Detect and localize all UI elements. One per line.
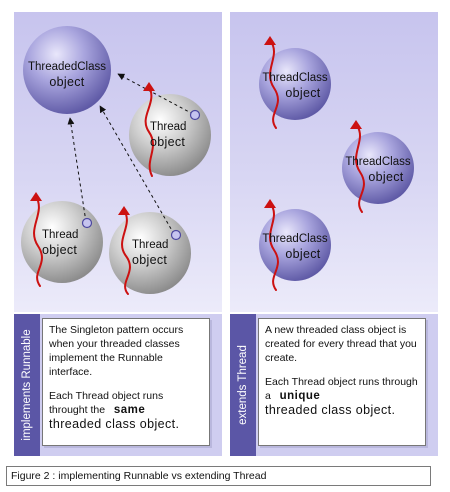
extends-note-paragraph-2: Each Thread object runs through a unique… bbox=[265, 375, 419, 418]
extends-thread-note-box: A new threaded class object is created f… bbox=[258, 318, 426, 446]
arrow-from-thread-3 bbox=[99, 105, 175, 235]
extends-thread-side-label: extends Thread bbox=[230, 314, 256, 456]
thread-class-label-2-line2: object bbox=[368, 170, 404, 184]
implements-runnable-text: implements Runnable bbox=[21, 329, 33, 441]
extends-note-paragraph-1: A new threaded class object is created f… bbox=[265, 324, 417, 364]
threaded-class-label-line2: object bbox=[49, 75, 85, 89]
thread-arrowhead-1 bbox=[143, 82, 155, 91]
runnable-description-area: implements Runnable The Singleton patter… bbox=[14, 314, 222, 456]
thread-label-1-line2: object bbox=[150, 135, 186, 149]
thread-class-label-1-line1: ThreadClass bbox=[262, 72, 328, 84]
thread-line-2 bbox=[33, 195, 43, 287]
thread-object-label-1: Thread object bbox=[150, 120, 186, 150]
unique-thread-arrowhead-1 bbox=[264, 36, 276, 45]
runnable-note-emphasis: same bbox=[113, 404, 146, 416]
thread-class-label-3-line1: ThreadClass bbox=[262, 233, 328, 245]
figure-caption: Figure 2 : implementing Runnable vs exte… bbox=[6, 466, 431, 486]
arrow-from-thread-1 bbox=[117, 73, 194, 115]
runnable-note-text-b: threaded class object. bbox=[49, 417, 180, 431]
connection-knob-3 bbox=[170, 229, 182, 241]
connection-knob-1 bbox=[189, 109, 201, 121]
unique-thread-arrowhead-3 bbox=[264, 199, 276, 208]
thread-label-3-line1: Thread bbox=[132, 239, 169, 251]
thread-label-1-line1: Thread bbox=[150, 121, 187, 133]
unique-thread-line-1 bbox=[269, 39, 279, 129]
runnable-note-paragraph-2: Each Thread object runs throught the sam… bbox=[49, 389, 203, 432]
thread-line-1 bbox=[144, 85, 154, 177]
thread-class-object-ball-2 bbox=[342, 132, 414, 204]
thread-label-2-line2: object bbox=[42, 243, 78, 257]
runnable-note-text-a: Each Thread object runs throught the bbox=[49, 390, 164, 416]
thread-label-2-line1: Thread bbox=[42, 229, 79, 241]
threaded-class-label-line1: ThreadedClass bbox=[28, 61, 106, 73]
implements-runnable-side-label: implements Runnable bbox=[14, 314, 40, 456]
threaded-class-object-ball bbox=[23, 26, 111, 114]
threaded-class-object-label: ThreadedClass object bbox=[28, 60, 106, 90]
thread-object-label-3: Thread object bbox=[132, 238, 168, 268]
thread-label-3-line2: object bbox=[132, 253, 168, 267]
thread-class-label-3-line2: object bbox=[285, 247, 321, 261]
thread-arrowhead-2 bbox=[30, 192, 42, 201]
runnable-note-box: The Singleton pattern occurs when your t… bbox=[42, 318, 210, 446]
thread-class-object-label-2: ThreadClass object bbox=[341, 155, 415, 185]
thread-object-label-2: Thread object bbox=[42, 228, 78, 258]
thread-class-label-1-line2: object bbox=[285, 86, 321, 100]
thread-arrowhead-3 bbox=[118, 206, 130, 215]
extends-note-text-a: Each Thread object runs through a bbox=[265, 376, 418, 402]
thread-class-object-label-3: ThreadClass object bbox=[258, 232, 332, 262]
unique-thread-line-3 bbox=[269, 202, 279, 291]
connection-knob-2 bbox=[81, 217, 93, 229]
extends-note-emphasis: unique bbox=[279, 390, 321, 402]
thread-line-3 bbox=[121, 209, 131, 295]
unique-thread-line-2 bbox=[355, 123, 365, 213]
extends-thread-description-area: extends Thread A new threaded class obje… bbox=[230, 314, 438, 456]
unique-thread-arrowhead-2 bbox=[350, 120, 362, 129]
extends-note-text-b: threaded class object. bbox=[265, 403, 396, 417]
extends-thread-text: extends Thread bbox=[237, 345, 249, 425]
thread-class-label-2-line1: ThreadClass bbox=[345, 156, 411, 168]
runnable-note-paragraph-1: The Singleton pattern occurs when your t… bbox=[49, 324, 184, 378]
thread-class-object-label-1: ThreadClass object bbox=[258, 71, 332, 101]
